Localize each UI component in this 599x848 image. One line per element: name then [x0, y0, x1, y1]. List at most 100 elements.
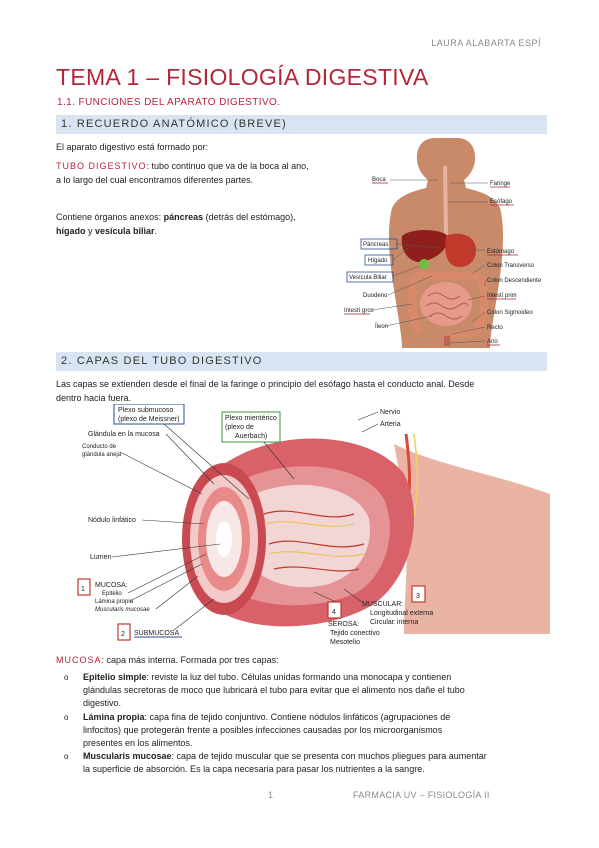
svg-text:3: 3	[416, 593, 420, 600]
label-boca: Boca	[372, 177, 438, 184]
label-faringe: Faringe	[450, 181, 511, 188]
svg-text:SUBMUCOSA: SUBMUCOSA	[134, 630, 179, 637]
svg-text:Circular: Circular	[370, 619, 395, 626]
svg-text:Tejido conectivo: Tejido conectivo	[330, 630, 380, 637]
svg-text:Epitelio: Epitelio	[102, 591, 122, 597]
vesicula-term: vesícula biliar	[95, 225, 155, 236]
label-higado: Hígado	[364, 247, 409, 266]
mucosa-text: : capa más interna. Formada por tres cap…	[101, 655, 279, 665]
label-plexo-submucoso: Plexo submucoso (plexo de Meissner)	[113, 404, 250, 500]
svg-text:Hígado: Hígado	[368, 258, 388, 264]
svg-text:Glándula en la mucosa: Glándula en la mucosa	[88, 431, 160, 438]
svg-text:(plexo de: (plexo de	[225, 424, 254, 431]
svg-text:MUSCULAR:: MUSCULAR:	[362, 601, 403, 608]
label-intesti-prim: Intestí prim	[467, 293, 517, 301]
svg-text:2: 2	[121, 631, 125, 638]
list-item-text: glándulas secretoras de moco que lubrica…	[83, 685, 465, 696]
anexos-text: y	[85, 225, 96, 236]
higado-term: hígado	[56, 225, 86, 236]
svg-text:Intestí prim: Intestí prim	[487, 293, 517, 299]
mucosa-heading: MUCOSA: capa más interna. Formada por tr…	[56, 654, 279, 668]
anexos-text: (detrás del estómago),	[203, 212, 296, 222]
list-item-text: : reviste la luz del tubo. Células unida…	[146, 672, 452, 682]
label-glandula: Glándula en la mucosa	[88, 431, 215, 485]
svg-text:Duodeno: Duodeno	[363, 293, 388, 299]
svg-text:Mesotelio: Mesotelio	[330, 639, 360, 646]
list-item-term: Muscularis mucosae	[83, 751, 172, 762]
label-submucosa: 2 SUBMUCOSA	[117, 598, 215, 641]
pancreas-term: páncreas	[163, 212, 204, 222]
list-item-text: digestivo.	[83, 698, 122, 709]
svg-text:Auerbach): Auerbach)	[235, 433, 267, 440]
list-item-term: Lámina propia	[83, 711, 145, 722]
svg-text:MUCOSA:: MUCOSA:	[95, 582, 128, 589]
svg-text:Recto: Recto	[487, 325, 503, 331]
tubo-text-2: a lo largo del cual encontramos diferent…	[56, 174, 254, 185]
svg-text:SEROSA:: SEROSA:	[328, 621, 359, 628]
list-item: o Lámina propia: capa fina de tejido con…	[64, 711, 548, 751]
bullet-icon: o	[64, 752, 69, 762]
bullet-icon: o	[64, 712, 69, 722]
layers-intro: Las capas se extienden desde el final de…	[56, 378, 548, 405]
label-colon-sigmoideo: Colon Sigmoideo	[471, 310, 533, 323]
svg-text:Íleon: Íleon	[375, 323, 388, 330]
label-intesti-gros: Intestí gros	[344, 303, 413, 315]
section-heading: 2. CAPAS DEL TUBO DIGESTIVO	[61, 355, 263, 367]
label-ano: Ano	[449, 339, 500, 346]
label-nervio: Nervio	[357, 409, 400, 421]
intro-text: El aparato digestivo está formado por:	[56, 142, 209, 152]
label-lumen: Lumen	[90, 543, 221, 561]
mucosa-list: o Epitelio simple: reviste la luz del tu…	[64, 671, 548, 777]
stomach-shape	[445, 233, 476, 268]
svg-text:Plexo mientérico: Plexo mientérico	[225, 415, 277, 422]
label-mucosa: 1 MUCOSA: Epitelio Lámina propia Muscula…	[77, 553, 207, 613]
mucosa-label: MUCOSA	[56, 655, 102, 665]
anexos-paragraph: Contiene órganos anexos: páncreas (detrá…	[56, 211, 346, 238]
bullet-icon: o	[64, 673, 69, 682]
label-conducto: Conducto de glándula aneja	[82, 444, 203, 495]
section-heading: 1. RECUERDO ANATÓMICO (BREVE)	[61, 118, 287, 130]
list-item: o Muscularis mucosae: capa de tejido mus…	[64, 750, 548, 776]
label-estomago: Estómago	[470, 249, 518, 256]
svg-text:Muscularis mucosae: Muscularis mucosae	[95, 607, 150, 613]
svg-text:: interna: : interna	[393, 619, 418, 626]
label-arteria: Arteria	[361, 421, 401, 433]
svg-text:(plexo de Meissner): (plexo de Meissner)	[118, 416, 179, 423]
list-item-text: la superficie de absorción. Es la capa n…	[83, 764, 425, 775]
list-item-term: Epitelio simple	[83, 672, 147, 682]
label-ileon: Íleon	[375, 315, 433, 330]
list-item: o Epitelio simple: reviste la luz del tu…	[64, 671, 548, 711]
svg-text:glándula aneja: glándula aneja	[82, 452, 122, 458]
label-colon-descendiente: Colon Descendiente	[483, 278, 542, 287]
svg-text:Lámina propia: Lámina propia	[95, 599, 134, 605]
layers-intro-line: Las capas se extienden desde el final de…	[56, 379, 475, 389]
tubo-label: TUBO DIGESTIVO	[56, 161, 147, 171]
label-esofago: Esófago	[448, 199, 514, 206]
list-item-text: : capa de tejido muscular que se present…	[171, 751, 487, 762]
label-vesicula: Vesícula Biliar	[346, 265, 421, 283]
gallbladder-shape	[419, 259, 429, 269]
section-heading-band: 2. CAPAS DEL TUBO DIGESTIVO	[56, 352, 547, 371]
label-muscular: 3 MUSCULAR: Longitudinal : externa Circu…	[343, 585, 433, 626]
list-item-text: : capa fina de tejido conjuntivo. Contie…	[144, 711, 451, 722]
small-intestine-shape	[420, 282, 472, 326]
anexos-text: .	[154, 225, 158, 236]
mesentery-shape	[394, 444, 550, 634]
page-subtitle: 1.1. FUNCIONES DEL APARATO DIGESTIVO.	[57, 97, 281, 108]
section-heading-band: 1. RECUERDO ANATÓMICO (BREVE)	[56, 115, 547, 134]
svg-text:Faringe: Faringe	[490, 181, 511, 187]
label-colon-transverso: Colon Transverso	[471, 263, 535, 275]
label-pancreas: Páncreas	[360, 238, 441, 250]
svg-text:Longitudinal: Longitudinal	[370, 610, 408, 617]
svg-text:Plexo submucoso: Plexo submucoso	[118, 407, 173, 414]
tubo-text-1: : tubo continuo que va de la boca al ano…	[146, 161, 309, 171]
label-plexo-mienterico: Plexo mientérico (plexo de Auerbach)	[221, 411, 295, 480]
author-name: LAURA ALABARTA ESPÍ	[431, 38, 541, 48]
label-recto: Recto	[451, 325, 503, 335]
page-number: 1	[268, 790, 274, 800]
label-nodulo: Nódulo linfático	[88, 517, 205, 525]
svg-text:Estómago: Estómago	[487, 249, 515, 255]
svg-text:Vesícula Biliar: Vesícula Biliar	[349, 275, 387, 281]
liver-shape	[401, 230, 449, 262]
svg-text:Colon Transverso: Colon Transverso	[487, 263, 535, 269]
